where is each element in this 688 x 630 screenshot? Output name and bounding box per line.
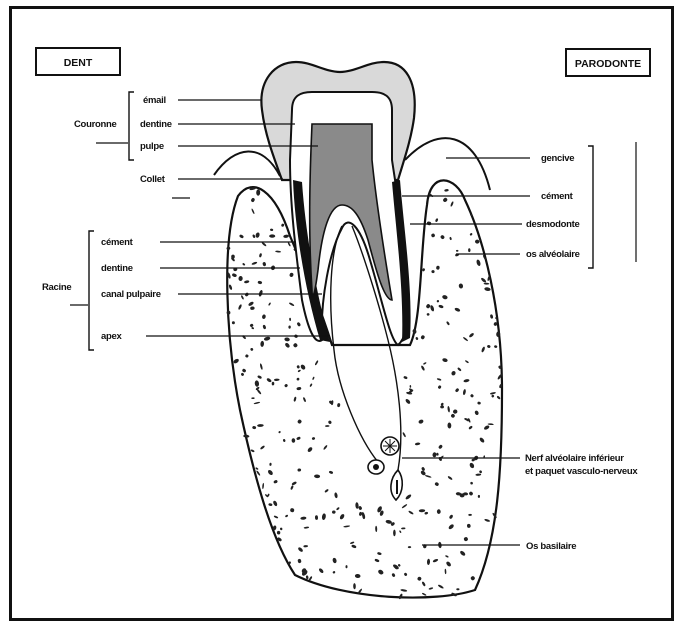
gingiva-left (214, 151, 280, 176)
parodonte-header-text: PARODONTE (575, 58, 641, 70)
label-os-alveolaire: os alvéolaire (526, 249, 580, 260)
dent-header: DENT (36, 48, 120, 75)
label-collet: Collet (140, 174, 166, 185)
label-cement-right: cément (541, 191, 574, 202)
dent-header-text: DENT (64, 57, 93, 69)
label-dentine-crown: dentine (140, 119, 172, 130)
label-os-basilaire: Os basilaire (526, 541, 576, 552)
couronne-label: Couronne (74, 119, 116, 130)
bone-trabecula (393, 530, 396, 537)
label-email: émail (143, 95, 166, 106)
racine-label: Racine (42, 282, 71, 293)
label-desmodonte: desmodonte (526, 219, 579, 230)
label-gencive: gencive (541, 153, 574, 164)
label-nerf-line1: Nerf alvéolaire inférieur (525, 453, 624, 464)
parodonte-header: PARODONTE (566, 49, 650, 76)
bone-trabecula (269, 234, 275, 237)
parodonte-bracket (588, 146, 593, 268)
label-pulpe: pulpe (140, 141, 164, 152)
racine-bracket (89, 231, 94, 350)
label-nerf-line2: et paquet vasculo-nerveux (525, 466, 638, 477)
label-dentine-root: dentine (101, 263, 133, 274)
label-cement-left: cément (101, 237, 134, 248)
couronne-bracket (129, 92, 134, 160)
label-canal: canal pulpaire (101, 289, 161, 300)
label-apex: apex (101, 331, 122, 342)
